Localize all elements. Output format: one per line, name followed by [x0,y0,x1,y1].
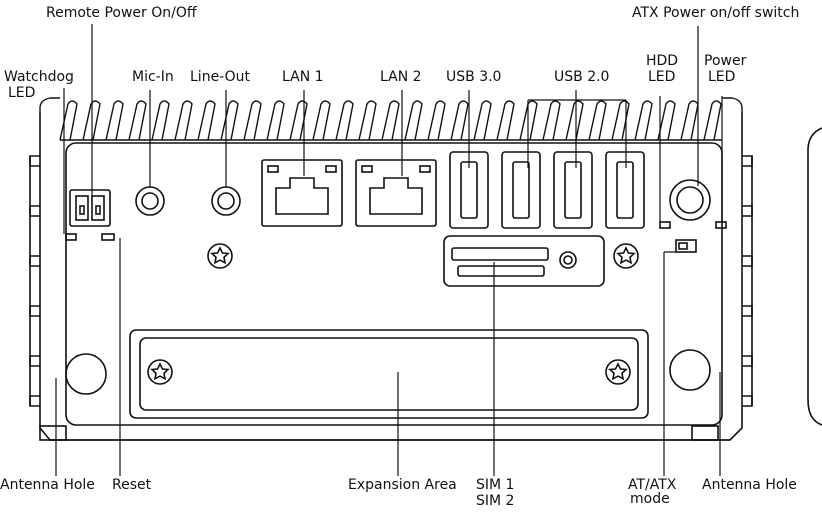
heatsink-fin [358,100,377,141]
chassis-top-edge [39,97,743,141]
heatsink-fin [312,100,331,141]
right-foot [691,425,719,441]
hdd-led [659,221,671,229]
label-hdd-2: LED [648,69,676,85]
heatsink-fin [680,100,699,141]
adjacent-unit-edge [807,127,822,426]
usb2-port-3 [605,151,645,229]
heatsink-fin [450,100,469,141]
label-watchdog-2: LED [8,85,36,101]
label-usb2: USB 2.0 [554,69,610,85]
watchdog-led [65,233,77,241]
label-mic-in: Mic-In [132,69,174,85]
label-at-atx-2: mode [630,491,670,507]
label-atx-switch: ATX Power on/off switch [632,5,800,21]
heatsink-fin [496,100,515,141]
label-remote-power: Remote Power On/Off [46,5,197,21]
heatsink-fin [128,100,147,141]
heatsink-fin [174,100,193,141]
label-watchdog-1: Watchdog [4,69,74,85]
label-expansion: Expansion Area [348,477,457,493]
left-side-fins [29,155,40,407]
at-atx-switch [675,239,697,253]
label-hdd-1: HDD [646,53,679,69]
screw-left [207,243,233,269]
mic-in-jack [135,186,165,216]
usb2-port-2 [553,151,593,229]
heatsink-fin [657,100,676,141]
heatsink-fin [542,100,561,141]
lan2-port [355,159,437,227]
heatsink-fin [381,100,400,141]
heatsink-fin [565,100,584,141]
heatsink-fin [289,100,308,141]
label-sim1: SIM 1 [476,477,515,493]
heatsink-fin [335,100,354,141]
line-out-jack [211,186,241,216]
heatsink-fin [82,100,101,141]
heatsink-fin [151,100,170,141]
heatsink-fin [588,100,607,141]
heatsink-fin [105,100,124,141]
heatsink-fin [243,100,262,141]
heatsink-fin [59,100,78,141]
label-at-atx-1: AT/ATX [628,477,677,493]
expansion-screw-right [605,359,631,385]
screw-right [613,243,639,269]
label-line-out: Line-Out [190,69,250,85]
heatsink-fin [703,100,722,141]
label-sim2: SIM 2 [476,493,515,509]
front-plate [65,142,723,426]
power-led [715,221,727,229]
callout-lines [55,24,723,476]
heatsink-fin [634,100,653,141]
label-lan2: LAN 2 [380,69,422,85]
label-antenna-right: Antenna Hole [702,477,797,493]
chassis-outline [39,112,743,441]
antenna-hole-left [65,353,107,395]
heatsink-fin [220,100,239,141]
expansion-screw-left [147,359,173,385]
remote-power-connector [69,189,111,227]
heatsink-fin [611,100,630,141]
lan1-port [261,159,343,227]
antenna-hole-right [669,349,711,391]
sim-tray [443,235,605,287]
label-lan1: LAN 1 [282,69,324,85]
heatsink-fin [473,100,492,141]
expansion-area [129,329,649,419]
label-power-1: Power [704,53,747,69]
usb2-port-1 [501,151,541,229]
right-side-fins [742,155,753,407]
label-antenna-left: Antenna Hole [0,477,95,493]
heatsink-fin [427,100,446,141]
atx-power-button [669,179,711,221]
reset-button [101,233,115,241]
heatsink-fin [404,100,423,141]
heatsink-fin [197,100,216,141]
heatsink-fin [266,100,285,141]
heatsink-fins [39,97,743,141]
label-power-2: LED [708,69,736,85]
label-usb3: USB 3.0 [446,69,502,85]
label-reset: Reset [112,477,152,493]
